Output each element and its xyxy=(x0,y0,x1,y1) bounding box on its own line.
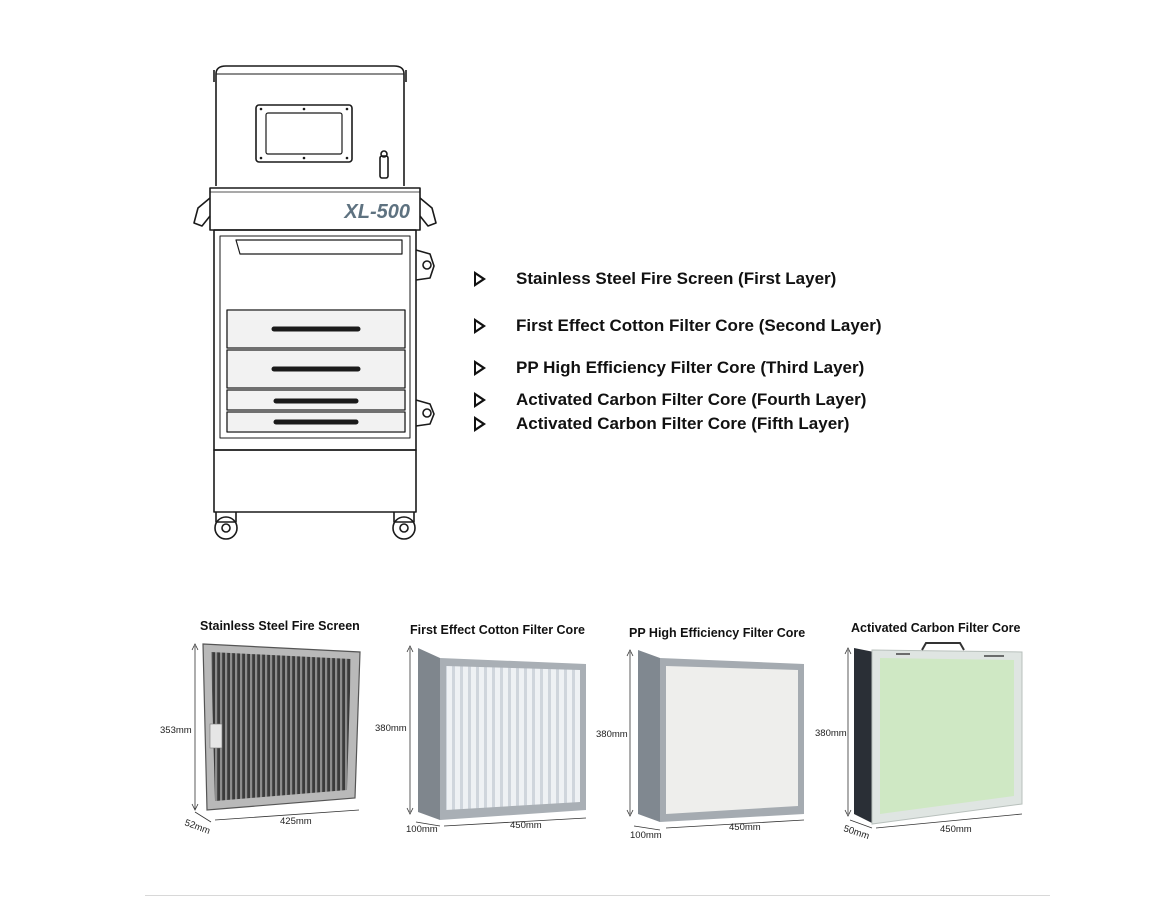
triangle-bullet-icon xyxy=(474,271,486,287)
layer-label: PP High Efficiency Filter Core (Third La… xyxy=(516,358,865,377)
layer-item-second: First Effect Cotton Filter Core (Second … xyxy=(474,314,882,338)
triangle-bullet-icon xyxy=(474,416,486,432)
layer-label: Stainless Steel Fire Screen (First Layer… xyxy=(516,269,837,288)
pp-core-image: 380mm 450mm 100mm xyxy=(596,649,805,841)
model-label: XL-500 xyxy=(343,201,410,223)
dimension-height: 380mm xyxy=(596,729,628,740)
dimension-height: 380mm xyxy=(375,723,407,734)
dimension-depth: 100mm xyxy=(630,830,662,841)
dimension-width: 425mm xyxy=(280,816,312,827)
bottom-divider xyxy=(145,895,1050,896)
layer-label: First Effect Cotton Filter Core (Second … xyxy=(516,316,882,335)
layer-item-first: Stainless Steel Fire Screen (First Layer… xyxy=(474,267,836,291)
machine-drawing: XL-500 xyxy=(193,65,437,540)
product-title-cotton-core: First Effect Cotton Filter Core xyxy=(410,623,586,637)
cotton-core-image: 380mm 450mm 100mm xyxy=(375,645,587,835)
dimension-depth: 100mm xyxy=(406,824,438,835)
layer-label: Activated Carbon Filter Core (Fifth Laye… xyxy=(516,414,850,433)
fire-screen-image: 353mm 425mm 52mm xyxy=(160,643,361,837)
layer-item-fifth: Activated Carbon Filter Core (Fifth Laye… xyxy=(474,412,849,436)
product-title-carbon-core: Activated Carbon Filter Core xyxy=(851,621,1021,635)
dimension-depth: 52mm xyxy=(183,817,212,836)
layer-item-fourth: Activated Carbon Filter Core (Fourth Lay… xyxy=(474,388,866,412)
layer-label: Activated Carbon Filter Core (Fourth Lay… xyxy=(516,390,867,409)
triangle-bullet-icon xyxy=(474,360,486,376)
dimension-height: 353mm xyxy=(160,725,192,736)
product-title-fire-screen: Stainless Steel Fire Screen xyxy=(200,619,360,633)
dimension-width: 450mm xyxy=(510,820,542,831)
dimension-width: 450mm xyxy=(940,824,972,835)
carbon-core-image: 380mm 450mm 50mm xyxy=(815,642,1023,842)
dimension-height: 380mm xyxy=(815,728,847,739)
product-title-pp-core: PP High Efficiency Filter Core xyxy=(629,626,806,640)
triangle-bullet-icon xyxy=(474,392,486,408)
layer-item-third: PP High Efficiency Filter Core (Third La… xyxy=(474,356,864,380)
triangle-bullet-icon xyxy=(474,318,486,334)
dimension-width: 450mm xyxy=(729,822,761,833)
